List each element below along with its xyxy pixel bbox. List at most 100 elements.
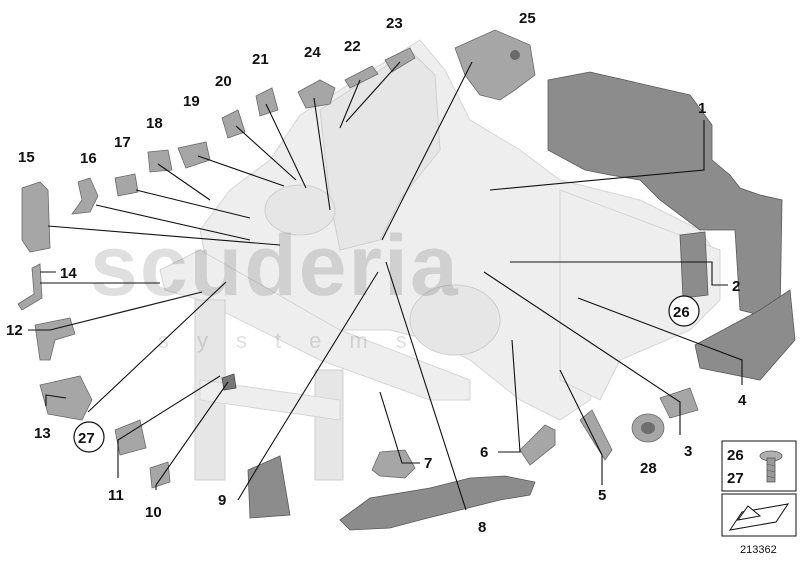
watermark-sub: systems [158, 328, 435, 353]
callout-16: 16 [80, 150, 97, 167]
leader-1 [489, 120, 705, 191]
leader-17 [135, 189, 251, 219]
callout-26: 26 [673, 304, 690, 321]
callout-7: 7 [424, 455, 432, 472]
callout-6: 6 [480, 444, 488, 461]
frame-front-rail [159, 249, 471, 401]
part-12 [34, 317, 76, 361]
callout-27: 27 [78, 430, 95, 447]
body-structure [159, 39, 721, 481]
callout-12: 12 [6, 322, 23, 339]
callout-24: 24 [304, 44, 321, 61]
leader-21 [265, 103, 307, 189]
callout-25: 25 [519, 10, 536, 27]
callout-1: 1 [698, 100, 706, 117]
callout-22: 22 [344, 38, 361, 55]
part-21 [255, 87, 279, 117]
leader-lines [28, 61, 743, 511]
leader-11 [117, 375, 221, 478]
callout-11: 11 [108, 487, 124, 504]
callout-13: 13 [34, 425, 51, 442]
callout-10: 10 [145, 504, 162, 521]
part-9 [247, 455, 291, 519]
part-7 [371, 449, 416, 479]
leader-9 [237, 271, 379, 501]
part-2 [679, 231, 709, 299]
callout-26-circle [668, 295, 700, 327]
part-14 [17, 263, 43, 311]
callout-19: 19 [183, 93, 200, 110]
leader-13 [45, 394, 67, 406]
legend-26: 26 [727, 447, 744, 464]
leader-15 [47, 225, 281, 246]
leader-2 [510, 261, 728, 286]
leader-13b [87, 281, 227, 413]
part-20 [221, 109, 246, 139]
part-25 [454, 29, 536, 101]
callout-27-circle [73, 421, 105, 453]
leader-19 [197, 155, 285, 187]
diagram-reference-number: 213362 [740, 544, 777, 556]
leader-5 [559, 369, 603, 485]
leader-18 [157, 163, 211, 201]
callout-26-circled: 26 [668, 295, 700, 327]
part-10 [149, 461, 171, 489]
leader-25 [381, 61, 473, 241]
callout-21: 21 [252, 51, 269, 68]
leader-10 [155, 381, 229, 490]
leader-20 [235, 125, 297, 181]
callout-8: 8 [478, 519, 486, 536]
part-19 [177, 141, 211, 169]
part-4 [694, 289, 796, 381]
part-16 [71, 177, 99, 215]
part-17 [114, 173, 139, 197]
callout-5: 5 [598, 487, 606, 504]
screw-icon [759, 450, 783, 483]
callout-14: 14 [60, 265, 77, 282]
part-8 [339, 475, 536, 531]
part-25-hole [510, 50, 520, 60]
leader-24 [313, 97, 331, 211]
callout-23: 23 [386, 15, 403, 32]
callout-2: 2 [732, 278, 740, 295]
callout-20: 20 [215, 73, 232, 90]
part-18 [147, 149, 173, 173]
callout-4: 4 [738, 392, 747, 409]
leader-7 [379, 391, 420, 464]
leader-3 [483, 271, 681, 435]
callout-3: 3 [684, 443, 692, 460]
part-15 [21, 181, 51, 253]
leader-14 [40, 271, 160, 284]
watermark-main: scuderia [90, 218, 460, 314]
callout-15: 15 [18, 149, 35, 166]
fastener-legend: 26 27 [721, 440, 797, 537]
part-24 [297, 79, 336, 109]
leader-12 [28, 291, 203, 331]
frame-right-post [314, 369, 344, 481]
legend-27: 27 [727, 470, 744, 487]
part-23 [384, 47, 416, 73]
callout-17: 17 [114, 134, 131, 151]
callout-18: 18 [146, 115, 163, 132]
part-5 [579, 409, 613, 461]
frame-crossbar [199, 379, 341, 421]
leader-16 [95, 204, 251, 241]
leader-8 [385, 261, 467, 511]
part-28-center [641, 422, 655, 434]
assembly-arrow-icon [728, 503, 790, 531]
callout-labels: 1 2 3 4 5 6 7 8 9 10 11 12 13 14 15 16 1… [6, 10, 747, 536]
parts [17, 29, 796, 531]
leader-6 [498, 339, 521, 453]
callout-9: 9 [218, 492, 226, 509]
part-22 [344, 65, 379, 89]
frame-wheel-arch [409, 284, 501, 356]
callout-28: 28 [640, 460, 657, 477]
frame-strut-dome [264, 184, 336, 236]
callout-27-circled: 27 [73, 421, 105, 453]
part-6 [519, 424, 556, 466]
leader-22 [339, 79, 361, 129]
leader-23 [345, 61, 401, 123]
legend-box-top [721, 440, 797, 492]
